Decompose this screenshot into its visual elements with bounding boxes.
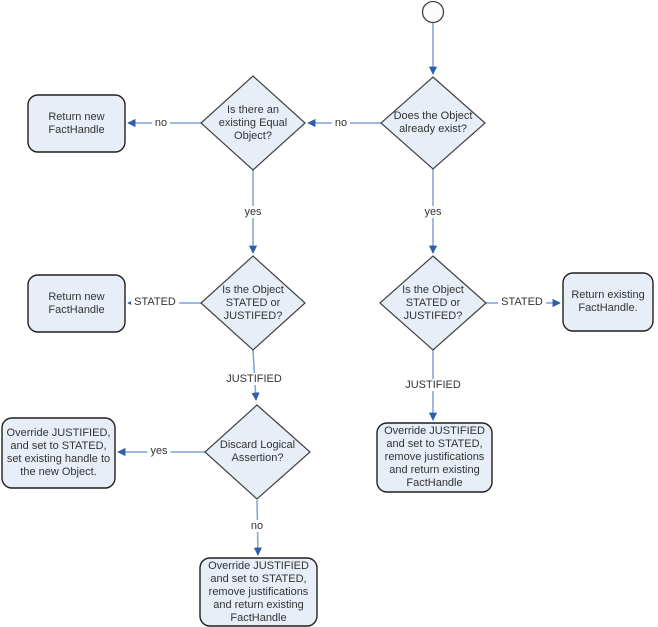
edge-label-justified-right: JUSTIFIED xyxy=(402,379,464,391)
edge-label-stated-right: STATED xyxy=(498,296,546,308)
decision-object-exists-shape xyxy=(380,76,486,170)
edge-label-stated-left: STATED xyxy=(131,296,179,308)
start-node xyxy=(421,0,445,24)
decision-stated-right-shape xyxy=(379,255,487,351)
edge-label-no-discard: no xyxy=(247,520,267,532)
decision-stated-left-shape xyxy=(200,255,306,351)
box-override-bottom-shape xyxy=(199,557,318,627)
decision-existing-equal-shape xyxy=(200,75,306,171)
box-return-new-mid-shape xyxy=(27,274,126,333)
box-return-existing-shape xyxy=(562,272,654,332)
edge-label-no-existing-equal: no xyxy=(151,117,171,129)
edge-label-no-object-exists: no xyxy=(331,117,351,129)
edge-label-yes-discard: yes xyxy=(147,445,171,457)
box-return-new-top-shape xyxy=(27,94,126,153)
decision-discard-logical-shape xyxy=(204,404,311,500)
edge-label-justified-left: JUSTIFIED xyxy=(223,373,285,385)
edge-label-yes-object-exists: yes xyxy=(421,206,445,218)
box-override-set-handle-shape xyxy=(1,417,116,489)
edge-label-yes-existing-equal: yes xyxy=(241,206,265,218)
box-override-right-shape xyxy=(376,422,493,493)
